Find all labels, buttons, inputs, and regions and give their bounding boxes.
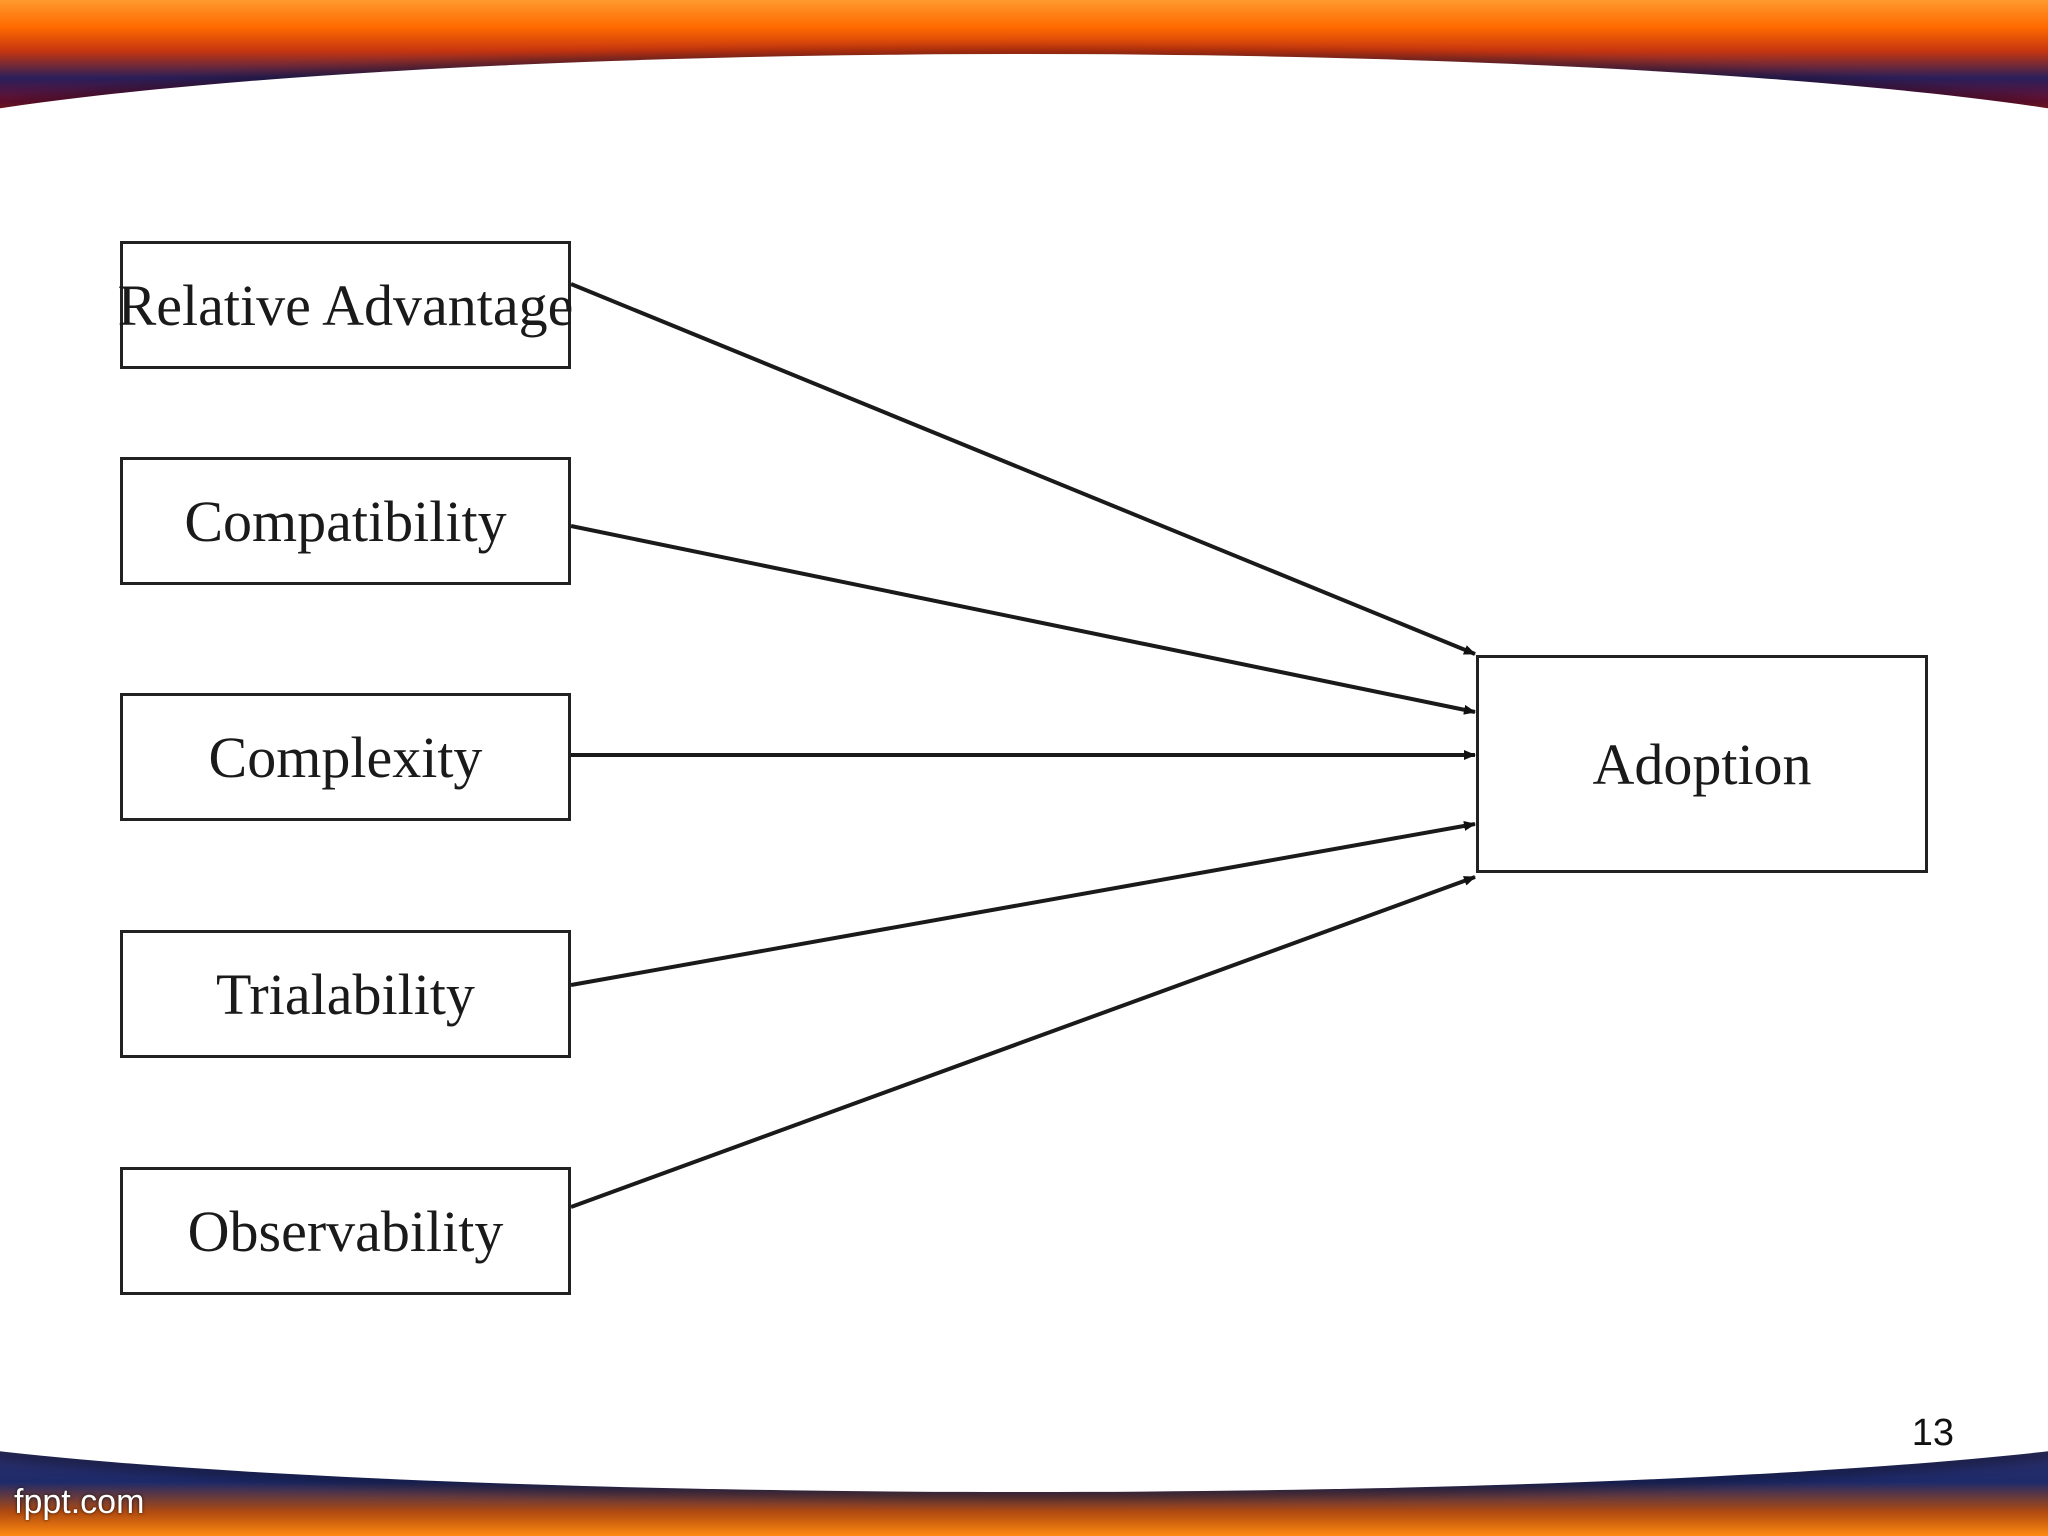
brand-watermark: fppt.com — [14, 1483, 145, 1521]
node-label: Complexity — [208, 724, 483, 790]
edge-trialability-to-adoption — [570, 821, 1476, 987]
node-relative-advantage: Relative Advantage — [117, 241, 574, 369]
node-label: Relative Advantage — [117, 272, 574, 338]
node-label: Compatibility — [184, 488, 507, 554]
node-trialability: Trialability — [120, 930, 571, 1058]
edge-observability-to-adoption — [570, 875, 1476, 1209]
page-number: 13 — [1911, 1412, 1954, 1454]
edge-compatibility-to-adoption — [570, 524, 1476, 715]
edge-relative-advantage-to-adoption — [570, 282, 1476, 656]
node-compatibility: Compatibility — [120, 457, 571, 585]
node-complexity: Complexity — [120, 693, 571, 821]
node-label: Adoption — [1592, 731, 1812, 797]
node-observability: Observability — [120, 1167, 571, 1295]
node-label: Observability — [187, 1198, 504, 1264]
node-label: Trialability — [216, 961, 475, 1027]
node-adoption: Adoption — [1476, 655, 1928, 873]
